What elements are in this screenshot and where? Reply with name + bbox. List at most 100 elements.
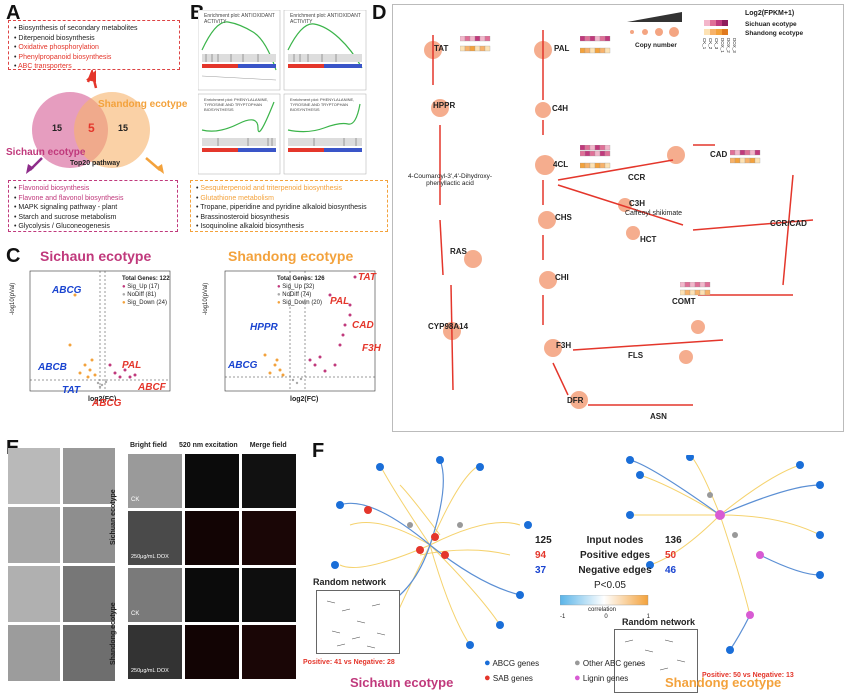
row-label-dox2: 250μg/mL DOX [131, 668, 169, 674]
bright-field-image [128, 511, 182, 565]
tick: -1 [560, 614, 566, 620]
pathway-item: • Diterpenoid biosynthesis [14, 34, 95, 42]
enzyme-hct: HCT [640, 235, 657, 244]
header-bright-field: Bright field [130, 442, 167, 449]
row-label-dox1: 250μg/mL DOX [131, 554, 169, 560]
random-network-right-title: Random network [622, 617, 696, 627]
tick: 1 [646, 614, 650, 620]
enzyme-f3h: F3H [556, 341, 572, 350]
legend-up: ● Sig_Up (32) [277, 284, 315, 290]
legend-total: Total Genes: 122 [122, 276, 170, 282]
volcano-right-ylabel: -log10(pVal) [203, 282, 209, 315]
side-label-shandong: Shandong ecotype [110, 602, 117, 665]
gene-label-abcg-right: ABCG [228, 360, 258, 371]
tem-image [63, 625, 115, 681]
pathway-list-sichuan: • Flavonoid biosynthesis • Flavone and f… [8, 180, 178, 232]
pathway-panel [392, 4, 844, 432]
panel-label-c: C [6, 245, 21, 267]
enzyme-tat: TAT [434, 44, 449, 53]
copy-number-label: Copy number [635, 42, 677, 49]
pathway-item: • Oxidative phosphorylation [14, 44, 99, 51]
tem-image [63, 566, 115, 622]
volcano-left-legend: Total Genes: 122 ● Sig_Up (17) ● NoDiff … [122, 275, 170, 307]
header-520nm: 520 nm excitation [178, 442, 238, 449]
tem-image [63, 507, 115, 563]
gene-label-abcg-bottom: ABCG [92, 398, 122, 409]
random-network-right [614, 629, 698, 693]
gene-label-cad: CAD [352, 320, 374, 331]
col-label: CK_3 [714, 38, 719, 50]
row-label-ck2: CK [131, 611, 140, 617]
gsea-title-4: Enrichment plot: PHENYLALANINE, TYROSINE… [290, 97, 355, 112]
correlation-colorbar [560, 595, 649, 606]
fpkm-colorbar [704, 20, 728, 35]
gene-label-f3h: F3H [362, 343, 381, 354]
fluorescence-image [185, 454, 239, 508]
enzyme-ras: RAS [450, 247, 467, 256]
pathway-item: • Flavonoid biosynthesis [14, 185, 90, 192]
volcano-left-title: Sichaun ecotype [40, 248, 152, 264]
legend-shandong: Shandong ecotype [745, 30, 804, 37]
tem-image [8, 625, 60, 681]
volcano-right-title: Shandong ecotype [228, 248, 354, 264]
volcano-right-legend: Total Genes: 126 ● Sig_Up (32) ● NoDiff … [277, 275, 325, 307]
gsea-title-1: Enrichment plot: ANTIOXIDANT ACTIVITY [204, 13, 275, 25]
header-merge: Merge field [249, 442, 287, 449]
gene-label-tat: TAT [62, 385, 80, 396]
pathway-item: • Phenylpropanoid biosynthesis [14, 53, 112, 61]
gsea-title-2: Enrichment plot: ANTIOXIDANT ACTIVITY [290, 13, 361, 25]
bright-field-image [128, 625, 182, 679]
fluorescence-image [185, 625, 239, 679]
p-value: P<0.05 [594, 580, 626, 591]
random-left-counts: Positive: 41 vs Negative: 28 [303, 659, 395, 666]
heatmap-tat [460, 36, 491, 52]
tem-image [8, 448, 60, 504]
gene-label-pal-right: PAL [330, 296, 350, 307]
legend-total: Total Genes: 126 [277, 276, 325, 282]
random-network-glyphs [326, 600, 386, 649]
gene-label-tat-right: TAT [358, 272, 376, 283]
panel-label-d: D [372, 2, 387, 24]
legend-sab: ● SAB genes [484, 672, 533, 684]
col-label: DOX_1 [720, 38, 725, 53]
legend-up: ● Sig_Up (17) [122, 284, 160, 290]
legend-down: ● Sig_Down (20) [277, 300, 322, 306]
legend-nodiff: ● NoDiff (81) [122, 292, 157, 298]
tem-images [8, 448, 118, 686]
volcano-plots [29, 270, 376, 392]
enzyme-4cl: 4CL [553, 160, 569, 169]
volcano-left-ylabel: -log10(pVal) [10, 282, 16, 315]
tem-image [63, 448, 115, 504]
volcano-left-xlabel: log2(FC) [88, 396, 117, 403]
fluorescence-headers: Bright field 520 nm excitation Merge fie… [130, 442, 300, 449]
venn-count-right: 15 [118, 123, 129, 133]
row-label-ck1: CK [131, 497, 140, 503]
pathway-item: • Glutathione metabolism [196, 194, 274, 202]
tem-image [8, 507, 60, 563]
network-left-title: Sichaun ecotype [350, 675, 454, 690]
panel-label-f: F [312, 440, 325, 462]
pathway-arrows [424, 30, 814, 409]
side-label-sichuan: Sichuan ecotype [110, 489, 117, 545]
bright-field-image [128, 454, 182, 508]
col-label: CK_2 [708, 38, 713, 50]
pathway-list-common: • Biosynthesis of secondary metabolites … [8, 20, 180, 70]
gene-label-hppr: HPPR [250, 322, 278, 333]
merge-image [242, 454, 296, 508]
enzyme-chs: CHS [555, 213, 572, 222]
sample-columns: CK_1 CK_2 CK_3 DOX_1 DOX_2 DOX_3 [702, 38, 737, 53]
pathway-item: • Brassinosteroid biosynthesis [196, 213, 290, 221]
heatmap-pal [580, 36, 611, 54]
col-label: DOX_3 [732, 38, 737, 53]
pathway-item: • Biosynthesis of secondary metabolites [14, 25, 138, 32]
col-label: CK_1 [702, 38, 707, 50]
pathway-item: • MAPK signaling pathway - plant [14, 204, 118, 211]
network-legend: ● ABCG genes ● Other ABC genes ● SAB gen… [484, 657, 664, 684]
enzyme-asn: ASN [650, 412, 667, 421]
random-network-left-title: Random network [313, 577, 387, 587]
enzyme-fls: FLS [628, 351, 644, 360]
gsea-title-3: Enrichment plot: PHENYLALANINE, TYROSINE… [204, 97, 269, 112]
